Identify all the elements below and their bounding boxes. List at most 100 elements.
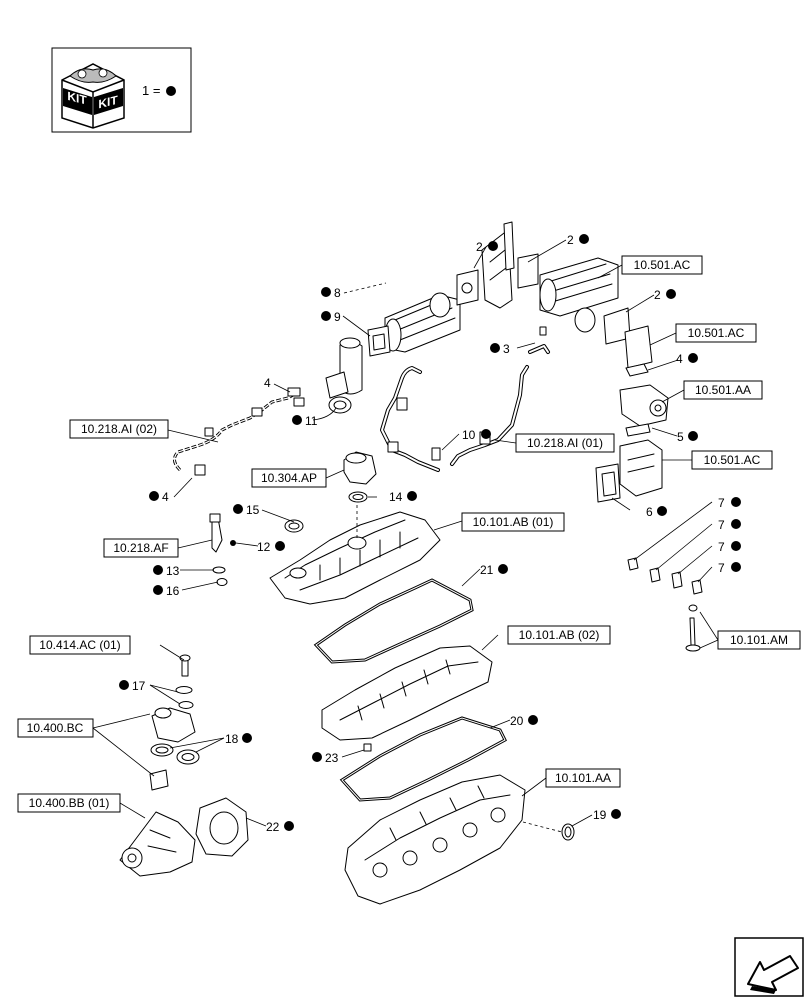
callout-number: 2 xyxy=(654,288,661,302)
ref-label: 10.218.AI (01) xyxy=(527,436,603,450)
kit-bullet-icon xyxy=(292,415,302,425)
kit-label-right: KIT xyxy=(98,93,118,112)
kit-bullet-icon xyxy=(233,504,243,514)
ref-box[interactable]: 10.101.AM xyxy=(717,630,801,650)
callout-number: 7 xyxy=(718,540,725,554)
callout-number: 7 xyxy=(718,561,725,575)
ref-box[interactable]: 10.501.AA xyxy=(683,380,763,400)
callout-number: 5 xyxy=(677,430,684,444)
injector xyxy=(209,513,236,586)
ref-box[interactable]: 10.400.BB (01) xyxy=(17,793,121,813)
ref-label: 10.501.AA xyxy=(695,383,751,397)
kit-bullet-icon xyxy=(149,491,159,501)
egr-pipe-assembly xyxy=(384,221,669,503)
kit-bullet-icon xyxy=(731,541,741,551)
ref-box[interactable]: 10.218.AF xyxy=(103,538,179,558)
kit-legend: KIT KIT 1 = xyxy=(51,47,192,133)
callout-number: 12 xyxy=(257,540,271,554)
reference-boxes: 10.501.AC 10.501.AC 10.501.AA 10.501.AC … xyxy=(17,255,801,813)
ref-label: 10.414.AC (01) xyxy=(39,638,120,652)
kit-bullet-icon xyxy=(153,565,163,575)
ref-box[interactable]: 10.101.AA xyxy=(545,768,621,788)
callout-number: 4 xyxy=(676,352,683,366)
callout-number: 20 xyxy=(510,714,524,728)
ref-label: 10.218.AI (02) xyxy=(81,422,157,436)
kit-bullet-icon xyxy=(611,809,621,819)
cover-gasket xyxy=(313,578,474,664)
cylinder-head xyxy=(344,774,575,905)
ref-box[interactable]: 10.101.AB (02) xyxy=(507,625,611,645)
ref-box[interactable]: 10.501.AC xyxy=(675,323,757,343)
kit-bullet-icon xyxy=(657,506,667,516)
ref-box[interactable]: 10.414.AC (01) xyxy=(29,635,131,655)
ref-box[interactable]: 10.501.AC xyxy=(621,255,703,275)
callout-number: 7 xyxy=(718,518,725,532)
ref-box[interactable]: 10.218.AI (02) xyxy=(69,419,169,439)
kit-bullet-icon xyxy=(321,311,331,321)
ref-label: 10.501.AC xyxy=(704,453,761,467)
callout-number: 22 xyxy=(266,820,280,834)
kit-bullet-icon xyxy=(119,680,129,690)
kit-bullet-icon xyxy=(481,429,491,439)
ref-label: 10.101.AB (02) xyxy=(519,628,600,642)
callout-number: 7 xyxy=(718,496,725,510)
previous-page-arrow-button[interactable] xyxy=(734,937,804,997)
kit-bullet-icon xyxy=(731,497,741,507)
ref-box[interactable]: 10.501.AC xyxy=(691,450,773,470)
ref-box[interactable]: 10.101.AB (01) xyxy=(461,512,565,532)
head-gasket xyxy=(339,716,507,802)
ref-label: 10.400.BB (01) xyxy=(29,796,110,810)
kit-bullet-icon xyxy=(488,241,498,251)
callout-number: 21 xyxy=(480,563,494,577)
arrow-icon xyxy=(747,955,799,991)
callout-number: 6 xyxy=(646,505,653,519)
callout-number: 17 xyxy=(132,679,146,693)
callout-numbers: 2 2 2 8 9 3 4 4 5 11 10 4 14 xyxy=(119,233,741,834)
callout-number: 3 xyxy=(503,342,510,356)
ref-box[interactable]: 10.304.AP xyxy=(251,468,327,488)
kit-bullet-icon xyxy=(498,564,508,574)
kit-label-left: KIT xyxy=(67,89,87,108)
intermediate-frame xyxy=(321,645,493,741)
callout-number: 2 xyxy=(567,233,574,247)
valve-cover xyxy=(269,505,441,605)
ref-label: 10.501.AC xyxy=(634,258,691,272)
callout-number: 23 xyxy=(325,751,339,765)
kit-bullet-icon xyxy=(153,585,163,595)
kit-bullet-icon xyxy=(490,343,500,353)
callout-number: 16 xyxy=(166,584,180,598)
ref-label: 10.501.AC xyxy=(688,326,745,340)
kit-bullet-icon xyxy=(688,431,698,441)
kit-bullet-icon xyxy=(407,491,417,501)
callout-number: 18 xyxy=(225,732,239,746)
valve-stem-seals xyxy=(627,557,703,652)
ref-box[interactable]: 10.400.BC xyxy=(17,718,94,738)
kit-bullet-icon xyxy=(242,733,252,743)
kit-bullet-icon xyxy=(666,289,676,299)
kit-bullet-icon xyxy=(166,86,176,96)
callout-number: 10 xyxy=(462,428,476,442)
kit-bullet-icon xyxy=(731,562,741,572)
thermostat-housing xyxy=(343,451,377,503)
callout-number: 14 xyxy=(389,490,403,504)
callout-number: 8 xyxy=(334,286,341,300)
kit-bullet-icon xyxy=(284,821,294,831)
ref-label: 10.218.AF xyxy=(113,541,168,555)
coolant-pipes xyxy=(380,326,550,472)
callout-number: 4 xyxy=(162,490,169,504)
kit-bullet-icon xyxy=(275,541,285,551)
callout-number: 19 xyxy=(593,808,607,822)
callout-number: 9 xyxy=(334,310,341,324)
kit-bullet-icon xyxy=(731,519,741,529)
callout-number: 2 xyxy=(476,240,483,254)
callout-number: 11 xyxy=(305,414,318,428)
callout-number: 4 xyxy=(264,376,271,390)
kit-legend-text: 1 = xyxy=(142,83,160,98)
small-parts-left xyxy=(119,654,249,877)
leader-lines xyxy=(92,239,719,827)
ref-box[interactable]: 10.218.AI (01) xyxy=(515,433,615,453)
ref-label: 10.101.AM xyxy=(730,633,788,647)
kit-bullet-icon xyxy=(312,752,322,762)
ref-label: 10.101.AA xyxy=(555,771,611,785)
